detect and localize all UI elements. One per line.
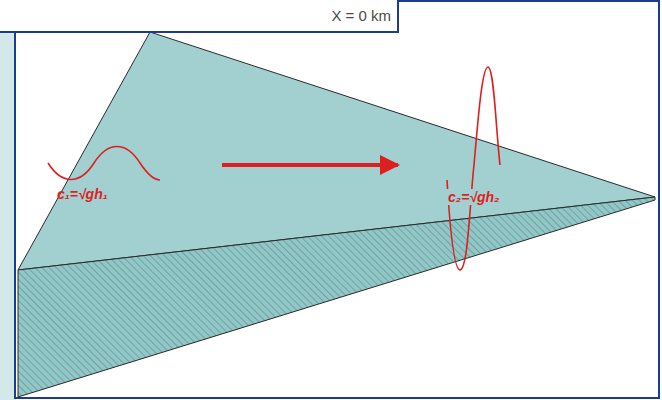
wave-speed-formula: c₂=√gh₂ bbox=[446, 189, 501, 205]
frame bbox=[15, 1, 659, 398]
propagation-arrow bbox=[222, 163, 398, 167]
wave-speed-formula: c₁=√gh₁ bbox=[55, 186, 110, 202]
seabed bbox=[18, 197, 655, 397]
location-tag: X = 0 km bbox=[0, 0, 399, 33]
small-wave bbox=[48, 147, 160, 181]
location-text: X = 0 km bbox=[0, 0, 397, 24]
big-wave bbox=[447, 67, 500, 270]
side-strip bbox=[0, 0, 16, 400]
